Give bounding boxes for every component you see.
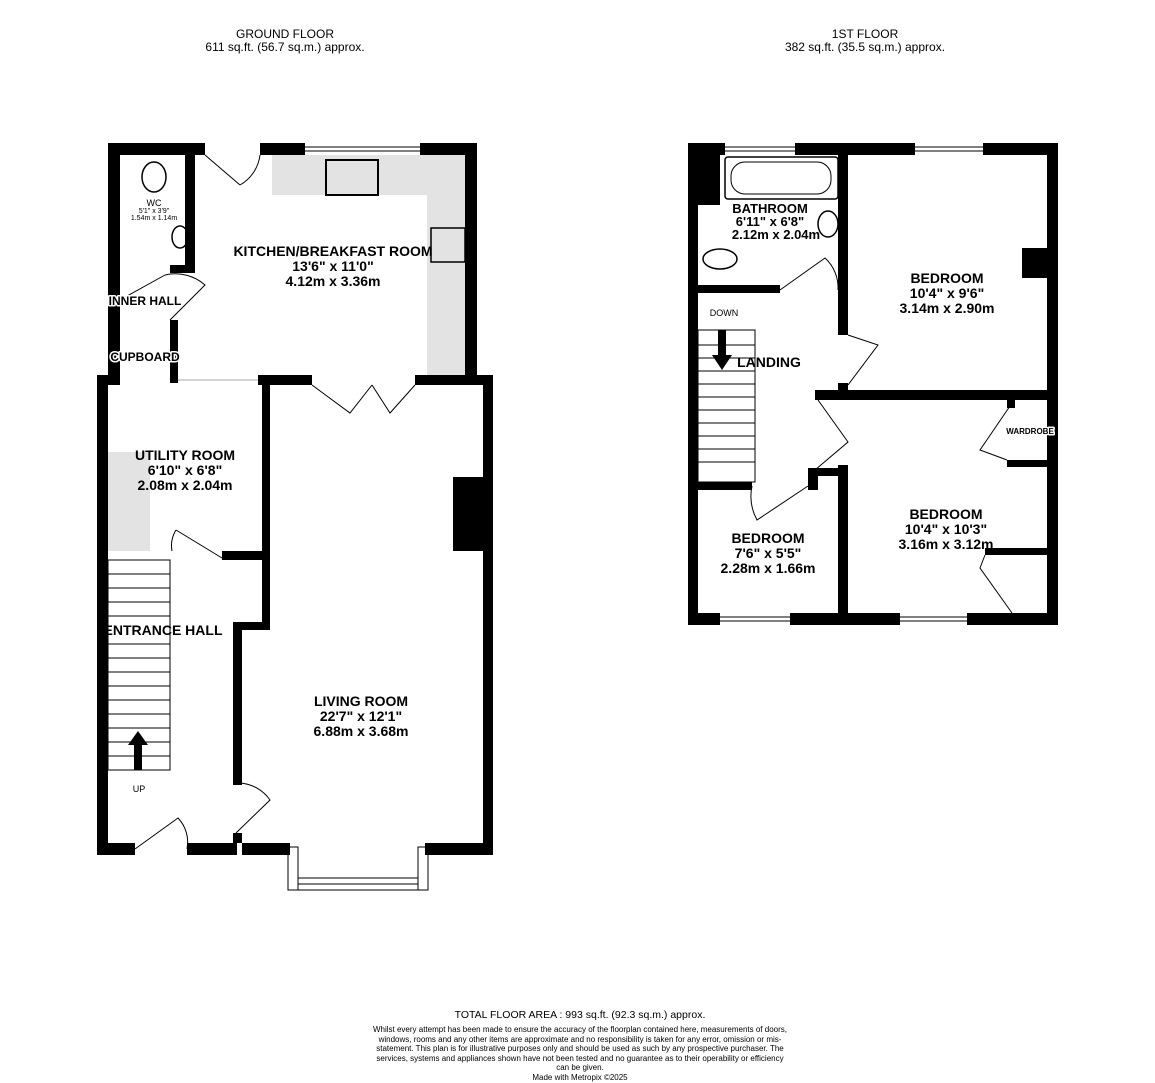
- first-floor-area: 382 sq.ft. (35.5 sq.m.) approx.: [784, 40, 946, 54]
- wardrobe-door-icon: [979, 405, 1011, 461]
- counters: [108, 155, 465, 551]
- utility-metric: 2.08m x 2.04m: [138, 477, 233, 493]
- bedroom1-metric: 3.14m x 2.90m: [900, 300, 995, 316]
- credit: Made with Metropix ©2025: [532, 1072, 628, 1082]
- toilet-icon: [702, 248, 738, 270]
- living-imperial: 22'7" x 12'1": [320, 708, 402, 724]
- sink-icon: [325, 159, 379, 196]
- up-arrow-icon: [128, 731, 148, 770]
- narrow-room-labels: INNER HALL CUPBOARD WARDROBE: [107, 293, 1056, 438]
- bedroom2-imperial: 10'4" x 10'3": [905, 521, 987, 537]
- door-icon: [235, 782, 271, 834]
- floor-plan: WC 5'1" x 3'9" 1.54m x 1.14m KITCHEN/BRE…: [97, 143, 1058, 891]
- utility-label: UTILITY ROOM: [135, 447, 235, 463]
- door-icon: [847, 334, 879, 386]
- first-floor-labels: BATHROOM 6'11" x 6'8" 2.12m x 2.04m BEDR…: [710, 201, 995, 576]
- door-icon: [171, 529, 223, 559]
- kitchen-label: KITCHEN/BREAKFAST ROOM: [233, 243, 432, 259]
- utility-imperial: 6'10" x 6'8": [148, 462, 222, 478]
- bedroom1-label: BEDROOM: [910, 270, 983, 286]
- door-icon: [814, 399, 849, 471]
- wardrobe-label: WARDROBE: [1006, 427, 1054, 436]
- bath-icon: [724, 156, 839, 200]
- bedroom3-metric: 2.28m x 1.66m: [721, 560, 816, 576]
- door-icon: [134, 817, 189, 850]
- bathroom-label: BATHROOM: [732, 201, 808, 216]
- first-floor-title: 1ST FLOOR: [831, 27, 899, 41]
- door-icon: [750, 485, 809, 521]
- ground-floor-header: GROUND FLOOR 611 sq.ft. (56.7 sq.m.) app…: [150, 28, 420, 54]
- footer-notes: Whilst every attempt has been made to en…: [370, 1025, 790, 1083]
- stairs-down-label: DOWN: [710, 308, 739, 318]
- stairs-up-label: UP: [133, 784, 146, 794]
- kitchen-imperial: 13'6" x 11'0": [292, 258, 373, 274]
- landing-label: LANDING: [737, 354, 801, 370]
- disclaimer: Whilst every attempt has been made to en…: [372, 1025, 787, 1073]
- ground-floor-title: GROUND FLOOR: [235, 27, 334, 41]
- down-arrow-icon: [712, 330, 732, 370]
- bedroom2-metric: 3.16m x 3.12m: [899, 536, 994, 552]
- toilet-icon: [141, 161, 167, 193]
- wc-label: WC: [147, 198, 162, 208]
- bedroom2-label: BEDROOM: [909, 506, 982, 522]
- door-icon: [119, 273, 206, 321]
- cupboard-label: CUPBOARD: [110, 350, 180, 364]
- bedroom1-imperial: 10'4" x 9'6": [910, 285, 984, 301]
- ground-floor-walls: [97, 143, 493, 855]
- first-floor-walls: [688, 143, 1058, 625]
- basin-icon: [171, 225, 189, 249]
- first-floor-details: [697, 146, 1013, 622]
- kitchen-metric: 4.12m x 3.36m: [286, 273, 381, 289]
- wc-metric: 1.54m x 1.14m: [131, 215, 177, 222]
- stairs-icon: [697, 329, 756, 483]
- inner-hall-label: INNER HALL: [109, 294, 182, 308]
- hob-icon: [430, 227, 466, 263]
- cupboard-door-icon: [979, 554, 1013, 614]
- living-label: LIVING ROOM: [314, 693, 408, 709]
- ground-floor-labels: WC 5'1" x 3'9" 1.54m x 1.14m KITCHEN/BRE…: [104, 198, 433, 794]
- door-icon: [779, 257, 839, 291]
- first-floor-header: 1ST FLOOR 382 sq.ft. (35.5 sq.m.) approx…: [730, 28, 1000, 54]
- living-metric: 6.88m x 3.68m: [314, 723, 409, 739]
- wc-imperial: 5'1" x 3'9": [139, 208, 170, 215]
- bedroom3-label: BEDROOM: [731, 530, 804, 546]
- total-floor-area: TOTAL FLOOR AREA : 993 sq.ft. (92.3 sq.m…: [454, 1009, 706, 1021]
- basin-icon: [817, 210, 839, 238]
- entrance-hall-label: ENTRANCE HALL: [104, 622, 223, 638]
- bathroom-metric: 2.12m x 2.04m: [732, 227, 820, 242]
- ground-floor-area: 611 sq.ft. (56.7 sq.m.) approx.: [205, 40, 365, 54]
- bathroom-imperial: 6'11" x 6'8": [736, 214, 804, 229]
- bedroom3-imperial: 7'6" x 5'5": [735, 545, 802, 561]
- door-icon: [311, 384, 416, 414]
- door-icon: [204, 154, 261, 186]
